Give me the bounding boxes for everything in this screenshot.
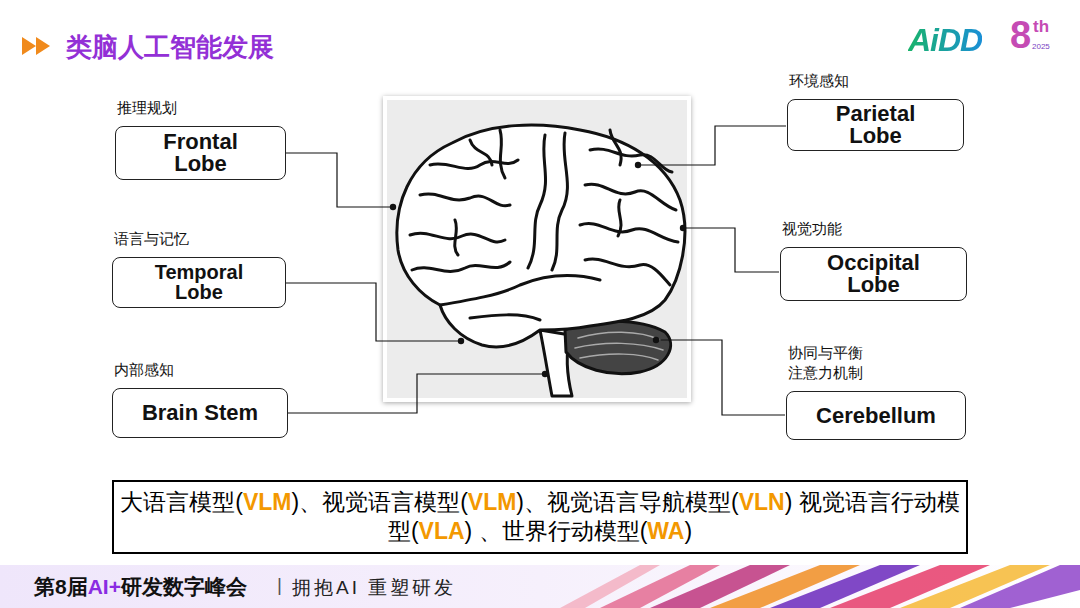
leader-lines [286,126,786,415]
function-heading: 推理规划 [117,98,177,118]
logo-year: 2025 [1032,42,1050,51]
lobe-node: Temporal Lobe语言与记忆 [112,257,286,308]
function-heading: 视觉功能 [782,219,842,239]
lobe-node: Cerebellum协同与平衡 注意力机制 [786,391,966,440]
slide-title: 类脑人工智能发展 [66,30,274,65]
logo-suffix: th [1033,17,1049,37]
lobe-node: Frontal Lobe推理规划 [115,126,286,180]
lobe-box: Brain Stem [112,388,288,438]
summary-frame: 大语言模型(VLM)、视觉语言模型(VLM)、视觉语言导航模型(VLN) 视觉语… [112,480,968,554]
summary-box: 大语言模型(VLM)、视觉语言模型(VLM)、视觉语言导航模型(VLN) 视觉语… [112,480,968,554]
footer-event: 第8届AI+研发数字峰会 [34,573,247,601]
lobe-name: Frontal Lobe [142,131,260,174]
illustration-frame [385,98,689,400]
logo-text: AiDD [908,22,982,59]
footer-ribbons [560,565,1080,608]
lobe-box: Occipital Lobe [780,247,967,301]
lobe-box: Frontal Lobe [115,126,286,180]
footer-band [0,565,1080,608]
function-heading: 环境感知 [789,71,909,91]
lobe-name: Temporal Lobe [144,263,254,302]
model-list: 大语言模型(VLM)、视觉语言模型(VLM)、视觉语言导航模型(VLN) 视觉语… [120,488,960,546]
lobe-node: Brain Stem内部感知 [112,388,288,438]
function-heading: 语言与记忆 [114,229,189,249]
footer-slogan: 拥抱AI 重塑研发 [292,575,456,601]
logo-number: 8 [1010,14,1031,57]
lobe-box: Cerebellum [786,391,966,440]
function-heading: 内部感知 [114,360,174,380]
footer-separator: | [277,574,282,596]
function-heading: 协同与平衡 注意力机制 [788,343,870,384]
lobe-node: Parietal Lobe环境感知 [787,99,964,151]
leader-dots [390,162,686,377]
lobe-box: Temporal Lobe [112,257,286,308]
lobe-node: Occipital Lobe视觉功能 [780,247,967,301]
title-icon [22,37,50,55]
lobe-name: Occipital Lobe [814,252,934,295]
lobe-name: Cerebellum [816,405,936,427]
lobe-box: Parietal Lobe [787,99,964,151]
lobe-name: Parietal Lobe [817,103,935,146]
lobe-name: Brain Stem [142,402,258,424]
brain-illustration [397,125,685,396]
